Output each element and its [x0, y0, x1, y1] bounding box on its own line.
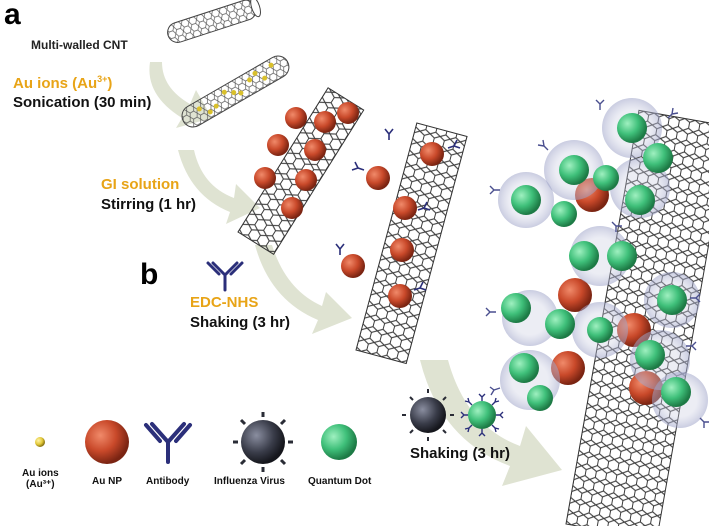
cnt-plain: [167, 0, 261, 43]
au-nanoparticles-cnt3: [254, 102, 359, 219]
label-edc-nhs: EDC-NHS: [190, 294, 259, 311]
legend: [35, 412, 357, 472]
cnt-au-np: [237, 87, 365, 255]
panel-label-a: a: [4, 0, 21, 31]
label-shaking-2: Shaking (3 hr): [410, 445, 511, 462]
au-nanoparticles-cnt4: [341, 142, 444, 308]
legend-label-antibody: Antibody: [146, 476, 190, 487]
label-stirring: Stirring (1 hr): [101, 196, 197, 213]
label-au-ions: Au ions (Au3+): [13, 74, 113, 92]
arrow-3: [255, 245, 352, 334]
final-antibodies: [485, 99, 709, 428]
shaking-reagents: [402, 389, 504, 441]
arrow-2: [178, 150, 260, 224]
legend-virus-icon: [233, 412, 293, 472]
label-multi-walled-cnt: Multi-walled CNT: [31, 38, 128, 52]
label-sonication: Sonication (30 min): [13, 94, 152, 111]
legend-label-au-ions: Au ions (Au³⁺): [22, 468, 59, 490]
legend-quantum-dot-icon: [321, 424, 357, 460]
antibody-icon-step: [206, 261, 244, 292]
cnt-au-np-antibody: [335, 122, 468, 365]
final-assembly: [485, 98, 709, 526]
label-shaking-1: Shaking (3 hr): [190, 314, 291, 331]
panel-label-b: b: [140, 258, 159, 291]
cnt-au-ions: [181, 55, 290, 128]
final-quantum-dots: [501, 113, 691, 411]
legend-label-au-np: Au NP: [92, 476, 122, 487]
antibody-quantum-dot: [460, 393, 504, 437]
label-gi-solution: GI solution: [101, 176, 180, 193]
arrow-4: [420, 360, 562, 486]
legend-antibody-icon: [144, 422, 192, 464]
virus-particle: [402, 389, 454, 441]
legend-label-virus: Influenza Virus: [214, 476, 285, 487]
antibodies-cnt4: [335, 128, 461, 291]
legend-au-np-icon: [85, 420, 129, 464]
legend-au-ion-icon: [35, 437, 45, 447]
legend-label-quantum-dot: Quantum Dot: [308, 476, 372, 487]
